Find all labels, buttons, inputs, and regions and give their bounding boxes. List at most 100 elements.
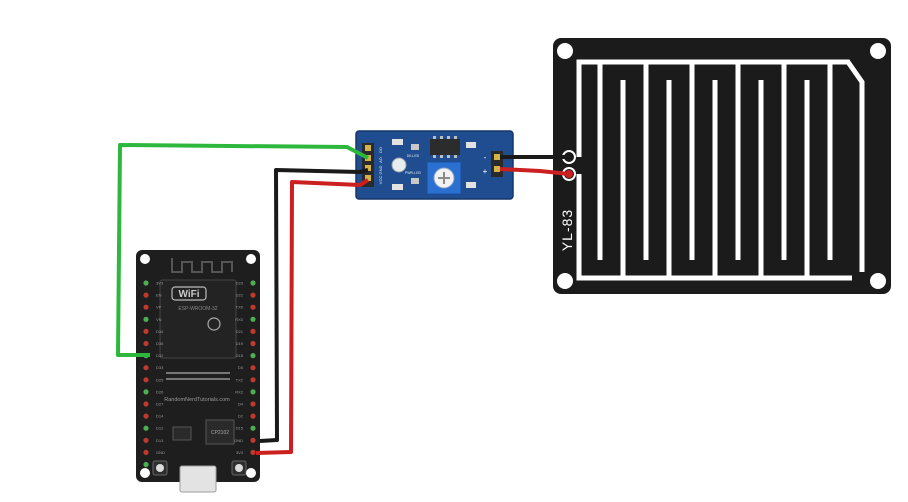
- module-sensor-pin-plus: +: [483, 167, 488, 176]
- left-pin-label: D13: [156, 438, 164, 443]
- right-pin-label: D22: [236, 293, 244, 298]
- wires: [116, 143, 573, 455]
- sensor-traces: [576, 59, 865, 281]
- module-pin-label-do: DO: [378, 147, 383, 153]
- sensor-label: YL-83: [559, 209, 575, 251]
- right-pin-label: D21: [236, 329, 244, 334]
- right-pin-hole: [250, 449, 256, 455]
- left-pin-label: D35: [156, 341, 164, 346]
- power-wire: [255, 178, 370, 455]
- left-pin-label: GND: [156, 450, 165, 455]
- wifi-logo: WiFi: [178, 289, 199, 300]
- right-pin-label: D18: [236, 353, 244, 358]
- left-pin-label: D25: [156, 377, 164, 382]
- left-pin-hole: [143, 340, 149, 347]
- esp32-board: WiFi ESP-WROOM-32 3V3ENVPVND34D35D32D33D…: [136, 250, 260, 493]
- right-pin-hole: [250, 413, 256, 419]
- module-model-label: ESP-WROOM-32: [178, 306, 217, 312]
- left-pin-label: D26: [156, 389, 164, 394]
- left-pin-hole: [143, 328, 149, 334]
- left-pin-label: D12: [156, 426, 164, 431]
- comparator-chip: [430, 139, 460, 155]
- silkscreen-row: [166, 372, 230, 380]
- left-pin-hole: [143, 280, 149, 286]
- right-pin-label: RX0: [235, 317, 244, 322]
- left-pin-label: D34: [156, 329, 164, 334]
- module-smd-bottom: [392, 184, 403, 190]
- usb-chip-label: CP2102: [211, 430, 229, 436]
- module-pin-label-ao: AO: [378, 157, 383, 163]
- mount-hole-bottom-left: [557, 273, 573, 289]
- left-pin-hole: [143, 304, 149, 310]
- board-hole-top-left: [140, 254, 150, 264]
- left-pin-hole: [143, 377, 149, 383]
- board-hole-top-right: [246, 254, 256, 264]
- board-hole-bottom-right: [246, 468, 256, 478]
- right-pin-hole: [250, 316, 256, 322]
- right-pin-hole: [250, 401, 256, 407]
- left-pin-label: VN: [156, 317, 162, 322]
- right-pin-label: D4: [238, 402, 244, 407]
- module-right-header: [491, 151, 503, 177]
- left-pin-label: 3V3: [156, 281, 164, 286]
- right-pin-label: TX2: [236, 377, 244, 382]
- analog-signal-wire: [116, 143, 369, 357]
- left-pin-label: VP: [156, 305, 162, 310]
- left-pin-hole: [143, 425, 149, 431]
- right-pin-hole: [250, 292, 256, 298]
- mount-hole-top-left: [557, 43, 573, 59]
- micro-usb-port: [179, 465, 217, 493]
- left-pin-hole: [143, 461, 149, 468]
- right-pin-label: D19: [236, 341, 244, 346]
- mount-hole-bottom-right: [870, 273, 886, 289]
- right-pin-hole: [250, 377, 256, 383]
- left-pin-hole: [143, 437, 149, 443]
- right-pin-label: 3V3: [236, 450, 244, 455]
- left-pin-label: D27: [156, 402, 164, 407]
- brand-label: RandomNerdTutorials.com: [164, 397, 230, 403]
- sensor-power-wire-end: [565, 170, 573, 178]
- sensor-ground-wire-end: [565, 153, 573, 161]
- right-pin-hole: [250, 328, 256, 334]
- module-smd-top: [392, 139, 403, 145]
- left-pin-hole: [143, 413, 149, 419]
- right-pin-label: GND: [234, 438, 243, 443]
- module-smd-mid-top: [411, 144, 419, 150]
- right-pin-label: D15: [236, 426, 244, 431]
- left-pin-label: EN: [156, 293, 162, 298]
- sensor-module: DO AO GND VCC D0-LED PWR-LED - +: [355, 130, 514, 200]
- left-pin-header: 3V3ENVPVND34D35D32D33D25D26D27D14D12D13G…: [143, 280, 165, 468]
- module-smd-mid-bottom: [411, 178, 419, 184]
- ground-wire: [259, 168, 369, 443]
- module-smd-right-bottom: [466, 182, 476, 188]
- right-pin-label: TX0: [236, 305, 244, 310]
- right-pin-hole: [250, 353, 256, 359]
- right-pin-hole: [250, 365, 256, 371]
- rain-sensor-plate: YL-83: [553, 38, 891, 294]
- module-led-label-do: D0-LED: [407, 154, 420, 158]
- sensor-power-wire: [499, 167, 570, 176]
- module-led-label-pwr: PWR-LED: [405, 171, 422, 175]
- left-pin-label: D33: [156, 365, 164, 370]
- module-pin-label-gnd: GND: [378, 165, 383, 174]
- right-pin-header: D23D22TX0RX0D21D19D18D5TX2RX2D4D2D15GND3…: [234, 280, 256, 455]
- regulator-chip: [172, 426, 192, 441]
- left-pin-label: D14: [156, 414, 164, 419]
- left-pin-hole: [143, 365, 149, 371]
- module-sensor-pin-minus: -: [484, 153, 487, 162]
- right-pin-hole: [250, 389, 256, 395]
- left-pin-hole: [143, 389, 149, 395]
- espressif-logo: [207, 317, 221, 331]
- right-pin-label: D5: [238, 365, 244, 370]
- module-led: [391, 157, 407, 173]
- right-pin-label: RX2: [235, 389, 244, 394]
- mount-hole-top-right: [870, 43, 886, 59]
- board-hole-bottom-left: [140, 468, 150, 478]
- right-pin-label: D23: [236, 281, 244, 286]
- right-pin-hole: [250, 437, 256, 443]
- left-pin-hole: [143, 401, 149, 407]
- left-pin-hole: [143, 292, 149, 298]
- wifi-logo-box: [171, 286, 207, 301]
- right-pin-hole: [250, 304, 256, 310]
